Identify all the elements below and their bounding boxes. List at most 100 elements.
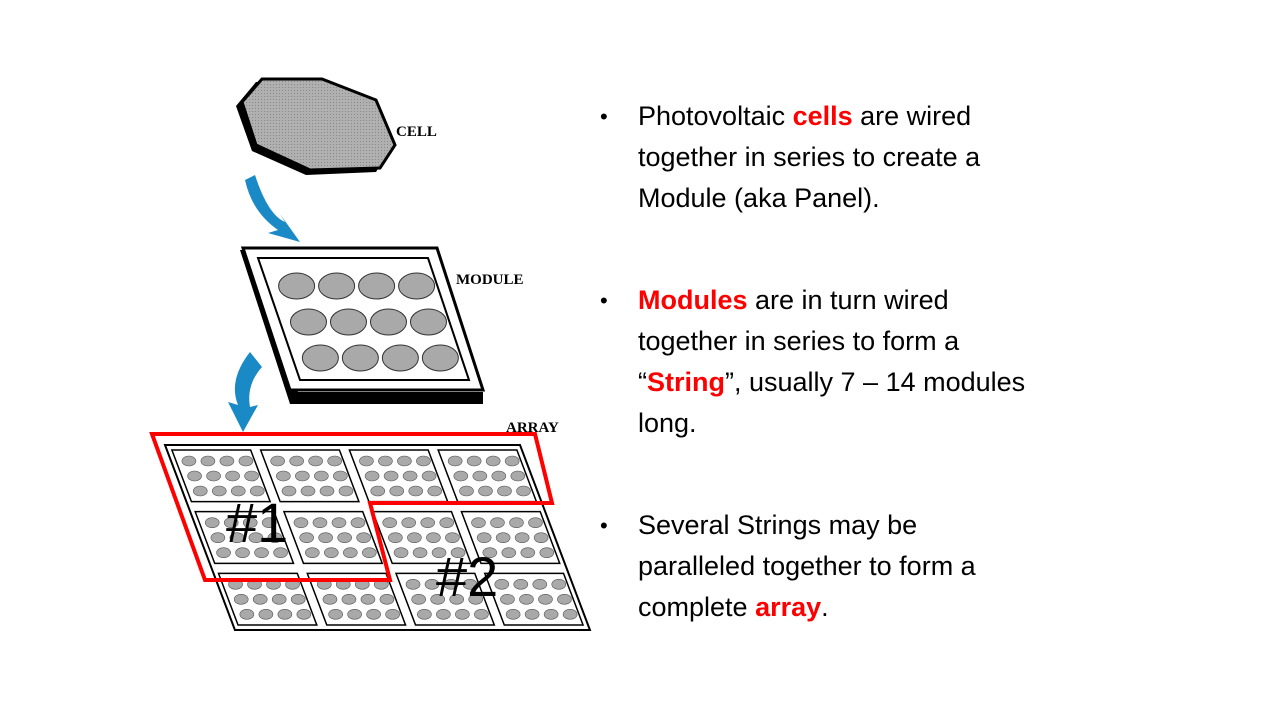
array-cell	[350, 517, 366, 528]
array-cell	[402, 470, 418, 482]
bullet-text: Several Strings may be paralleled togeth…	[638, 510, 976, 622]
bullet-text: Photovoltaic	[638, 101, 793, 131]
array-cell	[356, 532, 371, 543]
array-cell	[277, 609, 293, 620]
array-illustration: ARRAY	[163, 420, 592, 631]
array-cell	[551, 579, 567, 590]
array-cell	[244, 470, 259, 482]
array-cell	[261, 517, 277, 528]
array-cell	[485, 455, 501, 467]
array-cell	[364, 470, 380, 482]
array-cell	[504, 455, 520, 467]
module-cell	[318, 272, 356, 300]
array-cell	[230, 485, 246, 497]
arrow-icon	[245, 175, 300, 242]
array-cell	[449, 594, 465, 605]
array-cell	[296, 609, 312, 620]
array-cell	[524, 609, 540, 620]
array-cell	[270, 455, 285, 467]
module-cell	[409, 308, 447, 336]
bullet-icon: •	[600, 288, 608, 313]
array-cell	[338, 485, 354, 497]
array-cell	[439, 517, 455, 528]
array-cell	[223, 517, 239, 528]
array-cell	[443, 579, 459, 590]
bullet-strings: • Several Strings may be paralleled toge…	[600, 505, 1040, 628]
array-cell	[383, 470, 399, 482]
array-cell	[281, 485, 297, 497]
array-cell	[501, 547, 517, 558]
array-cell	[249, 485, 265, 497]
array-cell	[514, 532, 530, 543]
array-cell	[200, 455, 216, 467]
array-cell	[252, 594, 268, 605]
array-cell	[388, 532, 403, 543]
array-cell	[295, 470, 310, 482]
array-cell	[478, 485, 493, 497]
array-cell	[405, 579, 421, 590]
array-cell	[471, 517, 486, 528]
array-cell	[476, 532, 492, 543]
array-cell	[276, 470, 291, 482]
array-cell	[466, 455, 482, 467]
array-cell	[271, 594, 287, 605]
array-cell	[447, 455, 463, 467]
bullet-text: ”, usually 7 – 14 modules long.	[638, 367, 1026, 438]
bullet-icon: •	[600, 104, 608, 129]
array-cell	[416, 455, 431, 467]
array-cell	[216, 547, 231, 558]
highlight-string: String	[647, 367, 725, 397]
bullet-cells: • Photovoltaic cells are wired together …	[600, 96, 1040, 219]
array-cell	[421, 470, 437, 482]
array-cell	[543, 609, 559, 620]
array-cell	[359, 455, 374, 467]
bullet-modules: • Modules are in turn wired together in …	[600, 280, 1040, 444]
module-cell	[398, 272, 436, 300]
array-cell	[192, 485, 208, 497]
array-cell	[495, 532, 511, 543]
array-cell	[314, 470, 329, 482]
array-cell	[341, 594, 357, 605]
array-cell	[370, 485, 386, 497]
array-cell	[343, 547, 358, 558]
array-cell	[417, 609, 432, 620]
array-cell	[430, 594, 446, 605]
array-cell	[254, 547, 269, 558]
array-cell	[235, 547, 250, 558]
string-1-label: #1	[226, 491, 288, 554]
arrow-icon	[228, 352, 262, 432]
array-cell	[427, 485, 443, 497]
array-cell	[239, 609, 255, 620]
array-cell	[539, 547, 555, 558]
array-cell	[238, 455, 254, 467]
array-cell	[299, 532, 314, 543]
array-cell	[225, 470, 240, 482]
array-cell	[494, 579, 510, 590]
array-cell	[379, 594, 395, 605]
array-cell	[204, 517, 220, 528]
array-cell	[431, 547, 447, 558]
array-cell	[516, 485, 531, 497]
array-cell	[382, 517, 398, 528]
array-cell	[258, 609, 274, 620]
array-cell	[211, 485, 227, 497]
array-cell	[248, 532, 264, 543]
array-cell	[538, 594, 553, 605]
array-cell	[426, 532, 441, 543]
array-cell	[562, 609, 578, 620]
array-cell	[242, 517, 258, 528]
array-cell	[289, 455, 304, 467]
array-cell	[181, 455, 197, 467]
array-cell	[412, 547, 428, 558]
highlight-cells: cells	[792, 101, 853, 131]
highlight-modules: Modules	[638, 285, 748, 315]
array-cell	[333, 470, 348, 482]
array-cell	[319, 485, 335, 497]
array-cell	[411, 594, 427, 605]
array-cell	[389, 485, 405, 497]
array-cell	[187, 470, 202, 482]
array-cell	[408, 485, 424, 497]
array-cell	[233, 594, 249, 605]
module-cell	[421, 344, 459, 372]
